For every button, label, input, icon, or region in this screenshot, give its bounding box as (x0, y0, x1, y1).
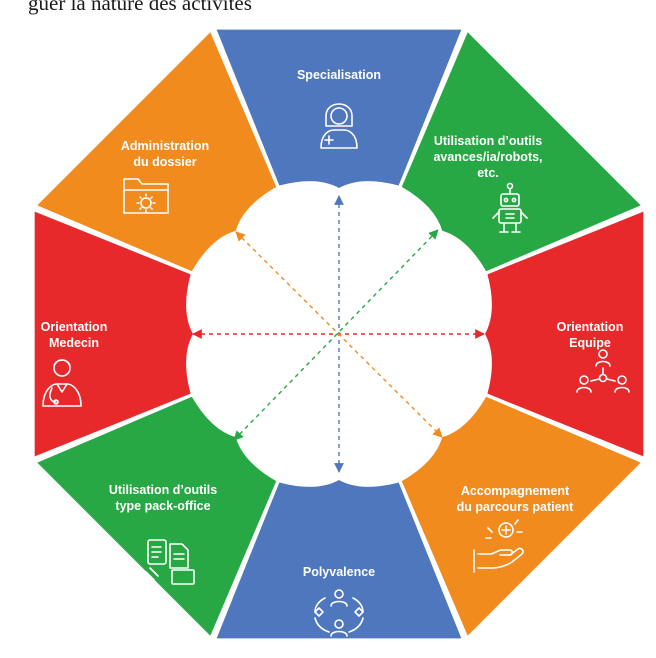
segment-label-line: Polyvalence (303, 565, 375, 579)
segment-label-line: Equipe (569, 336, 611, 350)
folder-gear-icon (123, 178, 169, 214)
segment-label-line: Orientation (41, 320, 108, 334)
segment-label-line: Utilisation d’outils (434, 134, 542, 148)
segment-label-top: Specialisation (297, 68, 381, 82)
doctor-woman-icon (320, 103, 358, 149)
segment-bottom-left (37, 396, 277, 636)
segment-label-bottom-left: Utilisation d’outils type pack-office (109, 483, 217, 513)
polyvalence-icon (314, 589, 364, 637)
connector-diagonal-orange (235, 231, 443, 438)
segment-label-top-right: Utilisation d’outils avances/ia/robots, et… (433, 134, 542, 180)
segment-top-left (37, 32, 277, 272)
robot-icon (492, 182, 528, 233)
segment-label-line: avances/ia/robots, (433, 150, 542, 164)
segment-label-line: Accompagnement (461, 484, 570, 498)
header-text: guer la nature des activites (28, 0, 252, 15)
segment-left (34, 211, 193, 457)
segment-label-line: Orientation (557, 320, 624, 334)
segment-label-line: Administration (121, 139, 209, 153)
segment-right (485, 211, 644, 457)
segment-label-line: etc. (477, 166, 499, 180)
office-documents-icon (145, 539, 195, 585)
segment-label-line: type pack-office (115, 499, 210, 513)
segment-top (216, 29, 462, 188)
team-network-icon (576, 349, 630, 393)
segment-label-bottom: Polyvalence (303, 565, 375, 579)
segment-label-line: Specialisation (297, 68, 381, 82)
segment-label-line: du parcours patient (457, 500, 575, 514)
segment-label-top-left: Administration du dossier (121, 139, 209, 169)
care-hand-icon (473, 519, 524, 573)
segment-label-line: du dossier (133, 155, 196, 169)
segment-top-right (401, 32, 641, 272)
segment-label-bottom-right: Accompagnement du parcours patient (457, 484, 575, 514)
segment-label-line: Medecin (49, 336, 99, 350)
segment-label-line: Utilisation d’outils (109, 483, 217, 497)
segment-bottom-right (401, 396, 641, 636)
segment-bottom (216, 480, 462, 639)
connectors (192, 195, 485, 473)
doctor-man-icon (42, 359, 82, 407)
